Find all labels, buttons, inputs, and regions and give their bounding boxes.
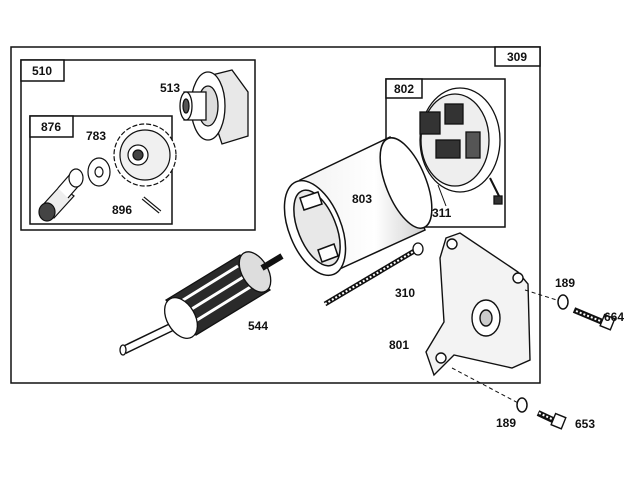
lock-washer-upper-part — [557, 294, 569, 310]
leader-line-311 — [437, 184, 447, 207]
through-bolt-part — [323, 242, 424, 307]
part-label-664: 664 — [604, 310, 624, 324]
drive-kit-box: 510 — [20, 59, 256, 231]
drive-housing-part — [179, 69, 249, 145]
pinion-gear-part — [113, 123, 177, 187]
part-label-510: 510 — [32, 64, 52, 78]
part-label-783: 783 — [86, 129, 106, 143]
spring-retainer-part — [38, 168, 84, 222]
screw-664-part — [572, 307, 616, 331]
part-label-896: 896 — [112, 203, 132, 217]
armature-part — [119, 251, 284, 356]
part-label-309: 309 — [507, 50, 527, 64]
part-label-310: 310 — [395, 286, 415, 300]
part-label-544: 544 — [248, 319, 268, 333]
part-label-803: 803 — [352, 192, 372, 206]
part-label-653: 653 — [575, 417, 595, 431]
leader-line-664 — [524, 289, 564, 303]
part-label-311: 311 — [432, 206, 452, 220]
leader-line-653 — [451, 367, 523, 406]
part-label-513: 513 — [160, 81, 180, 95]
motor-housing-part — [283, 135, 433, 277]
thrust-washer-part — [87, 157, 111, 187]
part-label-189-lower: 189 — [496, 416, 516, 430]
end-bracket-part — [425, 232, 531, 377]
part-label-189-upper: 189 — [555, 276, 575, 290]
assembly-frame: 309 — [10, 46, 541, 384]
part-label-876: 876 — [41, 120, 61, 134]
brush-end-cap-part — [419, 87, 503, 205]
part-label-802: 802 — [394, 82, 414, 96]
screw-653-part — [536, 410, 567, 430]
lock-washer-lower-part — [516, 397, 528, 413]
pin-part — [141, 196, 162, 214]
part-label-801: 801 — [389, 338, 409, 352]
